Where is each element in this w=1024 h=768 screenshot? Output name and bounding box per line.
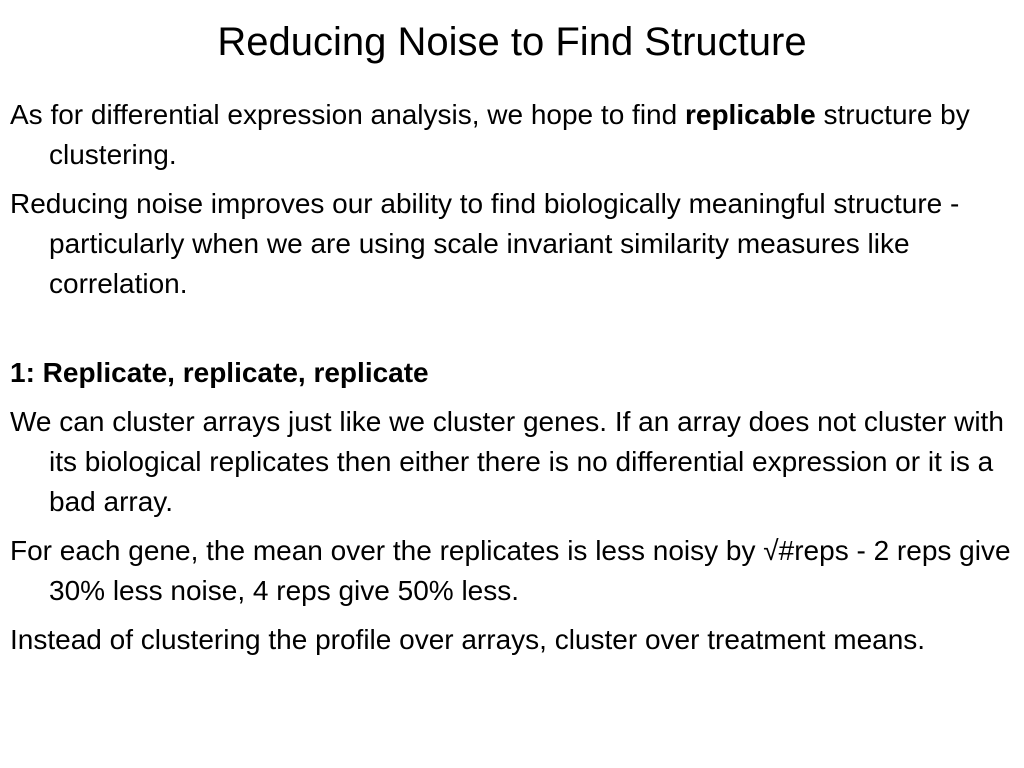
paragraph-replicable-structure: As for differential expression analysis,…	[10, 95, 1015, 175]
slide-body: As for differential expression analysis,…	[10, 95, 1015, 660]
section-heading: 1: Replicate, replicate, replicate	[10, 357, 429, 388]
paragraph-treatment-means: Instead of clustering the profile over a…	[10, 624, 926, 655]
emphasis-replicable: replicable	[684, 99, 816, 130]
paragraph-text: structure by clustering.	[49, 99, 970, 170]
paragraph-text: As for differential expression analysis,…	[10, 99, 685, 130]
slide-title: Reducing Noise to Find Structure	[217, 20, 807, 64]
paragraph-cluster-arrays: We can cluster arrays just like we clust…	[10, 406, 1004, 517]
paragraph-reducing-noise: Reducing noise improves our ability to f…	[10, 188, 960, 299]
paragraph-mean-replicates: For each gene, the mean over the replica…	[10, 535, 1011, 606]
